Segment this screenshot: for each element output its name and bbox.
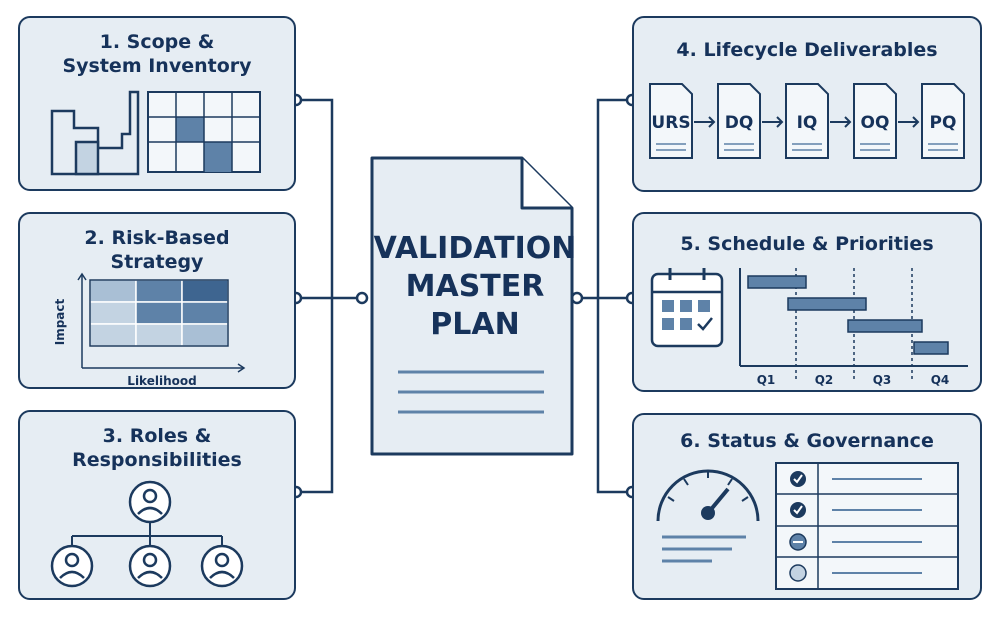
- doc-label: DQ: [724, 113, 753, 133]
- person-icon: [128, 544, 171, 587]
- empty-circle-icon: [788, 563, 807, 582]
- person-icon: [50, 544, 93, 587]
- lifecycle-documents: URS DQ IQ OQ PQ: [648, 82, 965, 159]
- panel-roles: 3. Roles & Responsibilities: [18, 410, 296, 600]
- arrow-icon: [693, 115, 715, 128]
- quarter-label: Q4: [930, 373, 949, 387]
- document-icon: [852, 82, 897, 159]
- person-icon: [200, 544, 243, 587]
- panel-title: 3. Roles & Responsibilities: [20, 424, 294, 472]
- panel-title-line: 5. Schedule & Priorities: [680, 233, 934, 255]
- grid-icon: [146, 90, 261, 173]
- center-title: VALIDATION MASTER PLAN: [370, 230, 580, 344]
- document-icon: [648, 82, 693, 159]
- panel-title: 5. Schedule & Priorities: [634, 232, 980, 256]
- panel-risk: 2. Risk-Based Strategy Imp: [18, 212, 296, 389]
- panel-title-line: 1. Scope &: [99, 31, 215, 53]
- panel-title-line: 3. Roles &: [102, 425, 212, 447]
- document-icon: [716, 82, 761, 159]
- arrow-icon: [897, 115, 919, 128]
- check-icon: [789, 470, 806, 487]
- center-title-line: PLAN: [430, 307, 520, 342]
- panel-title: 2. Risk-Based Strategy: [20, 226, 294, 274]
- doc-label: URS: [651, 113, 690, 133]
- panel-title-line: 6. Status & Governance: [680, 430, 934, 452]
- panel-lifecycle: 4. Lifecycle Deliverables: [632, 16, 982, 192]
- status-checklist: [774, 461, 959, 590]
- status-illustration: [656, 461, 959, 590]
- doc-label: IQ: [796, 113, 817, 133]
- x-axis-label: Likelihood: [127, 374, 196, 388]
- panel-title-line: Strategy: [110, 251, 204, 273]
- panel-title: 1. Scope & System Inventory: [20, 30, 294, 78]
- document-icon: [784, 82, 829, 159]
- panel-title: 6. Status & Governance: [634, 429, 980, 453]
- minus-icon: [788, 532, 807, 551]
- quarter-label: Q2: [814, 373, 833, 387]
- panel-title-line: System Inventory: [62, 55, 252, 77]
- arrow-icon: [761, 115, 783, 128]
- center-title-line: VALIDATION: [373, 231, 577, 266]
- gauge-icon: [656, 469, 759, 521]
- calendar-icon: [650, 267, 723, 347]
- check-icon: [789, 501, 806, 518]
- scope-illustration: [50, 90, 261, 175]
- org-chart: [50, 480, 243, 587]
- panel-status: 6. Status & Governance: [632, 413, 982, 600]
- doc-label: OQ: [860, 113, 889, 133]
- y-axis-label: Impact: [53, 298, 67, 345]
- person-icon: [128, 480, 171, 523]
- doc-label: PQ: [929, 113, 956, 133]
- quarter-label: Q1: [756, 373, 775, 387]
- panel-scope: 1. Scope & System Inventory: [18, 16, 296, 191]
- arrow-icon: [829, 115, 851, 128]
- panel-title-line: 2. Risk-Based: [84, 227, 230, 249]
- document-icon: [920, 82, 965, 159]
- gantt-illustration: Q1 Q2 Q3 Q4: [650, 267, 968, 387]
- factory-icon: [50, 90, 139, 175]
- panel-schedule: 5. Schedule & Priorities: [632, 212, 982, 392]
- quarter-label: Q3: [872, 373, 891, 387]
- panel-title: 4. Lifecycle Deliverables: [634, 38, 980, 62]
- risk-matrix: Impact Likelihood: [53, 272, 245, 388]
- panel-title-line: Responsibilities: [72, 449, 242, 471]
- center-title-line: MASTER: [405, 269, 545, 304]
- panel-title-line: 4. Lifecycle Deliverables: [676, 39, 938, 61]
